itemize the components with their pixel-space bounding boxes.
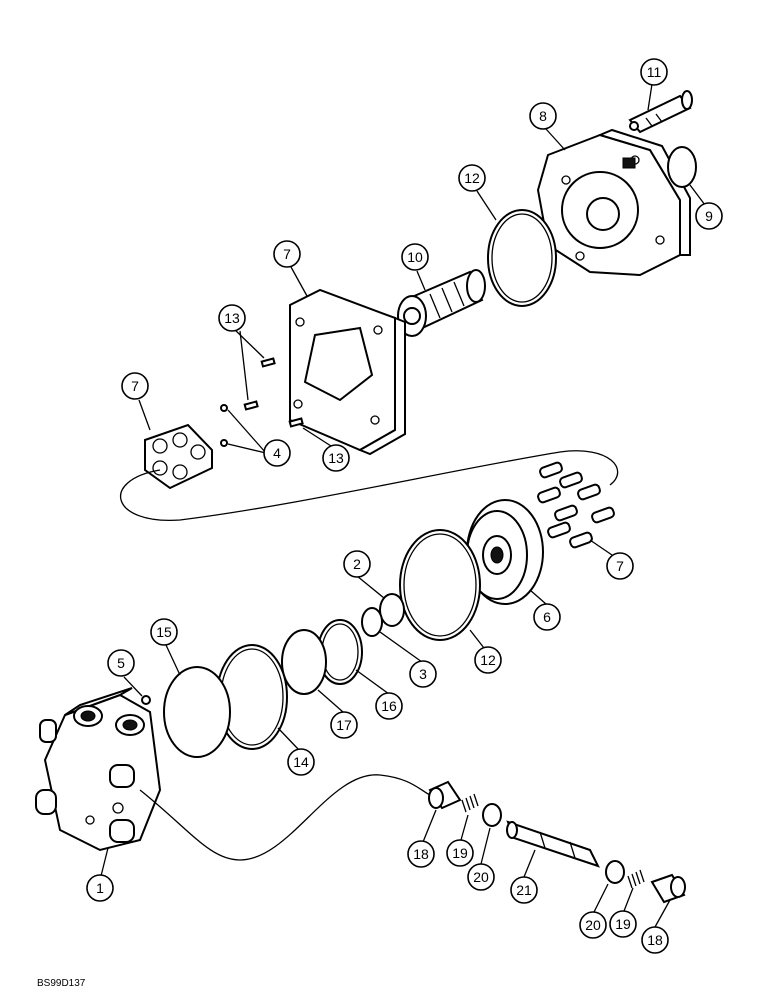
callout-16: 16: [375, 692, 403, 720]
callout-15: 15: [150, 618, 178, 646]
svg-text:3: 3: [419, 666, 427, 682]
callout-17: 17: [330, 711, 358, 739]
callout-13-lower: 13: [322, 444, 350, 472]
part-20-washer-lower: [605, 860, 625, 884]
callout-12-upper: 12: [458, 164, 486, 192]
part-12-seal-lower: [399, 529, 481, 641]
callout-11: 11: [640, 58, 668, 86]
svg-text:17: 17: [336, 717, 352, 733]
callout-8: 8: [529, 102, 557, 130]
svg-text:12: 12: [480, 652, 496, 668]
callout-18-upper: 18: [407, 840, 435, 868]
svg-text:7: 7: [616, 558, 624, 574]
part-5-ball: [141, 695, 151, 705]
svg-text:20: 20: [473, 869, 489, 885]
callout-6: 6: [533, 603, 561, 631]
svg-text:8: 8: [539, 108, 547, 124]
part-7-rollers: [537, 461, 615, 549]
part-19-spring-lower: [627, 869, 645, 889]
part-20-washer-upper: [482, 803, 502, 827]
callout-10: 10: [401, 243, 429, 271]
part-10-gear-shaft: [397, 269, 486, 337]
part-21-spool: [506, 820, 600, 868]
svg-text:12: 12: [464, 170, 480, 186]
callout-20-lower: 20: [579, 911, 607, 939]
part-11-shaft: [628, 90, 693, 134]
svg-text:21: 21: [516, 882, 532, 898]
callout-3: 3: [409, 660, 437, 688]
svg-text:11: 11: [647, 64, 662, 80]
svg-text:7: 7: [283, 246, 291, 262]
callout-13-upper: 13: [218, 304, 246, 332]
callout-5: 5: [107, 649, 135, 677]
svg-text:18: 18: [647, 932, 663, 948]
svg-text:1: 1: [96, 880, 104, 896]
svg-text:16: 16: [381, 698, 397, 714]
callout-7-rotor: 7: [121, 372, 149, 400]
part-4-ball-b: [220, 439, 228, 447]
svg-text:13: 13: [328, 450, 344, 466]
svg-text:7: 7: [131, 378, 139, 394]
svg-text:18: 18: [413, 846, 429, 862]
svg-text:2: 2: [353, 556, 361, 572]
part-19-spring-upper: [461, 793, 479, 813]
figure-id: BS99D137: [37, 978, 86, 989]
callout-1: 1: [86, 874, 114, 902]
svg-text:15: 15: [156, 624, 172, 640]
callout-18-lower: 18: [641, 926, 669, 954]
callout-21: 21: [510, 876, 538, 904]
callout-9: 9: [695, 202, 723, 230]
part-6-disc: [466, 499, 544, 605]
part-4-ball-a: [220, 404, 228, 412]
svg-text:19: 19: [452, 845, 468, 861]
callout-19-lower: 19: [609, 910, 637, 938]
svg-text:20: 20: [585, 917, 601, 933]
part-7-ring-plate: [289, 288, 406, 456]
svg-text:6: 6: [543, 609, 551, 625]
part-1-valve-housing: [35, 687, 162, 852]
part-7-rotor: [144, 423, 213, 490]
callout-7-ring-plate: 7: [273, 240, 301, 268]
part-15-oring: [163, 666, 231, 758]
callout-20-upper: 20: [467, 863, 495, 891]
part-17-ring: [281, 629, 327, 695]
part-3-ring: [361, 607, 383, 637]
svg-text:19: 19: [615, 916, 631, 932]
svg-text:13: 13: [224, 310, 240, 326]
svg-text:14: 14: [293, 754, 309, 770]
part-13-pins: [243, 357, 304, 428]
callout-7-rollers: 7: [606, 552, 634, 580]
part-18-plug-lower: [650, 873, 686, 904]
leader-lines: [100, 83, 706, 928]
svg-text:4: 4: [273, 445, 281, 461]
part-2-ring: [379, 593, 405, 627]
callout-14: 14: [287, 748, 315, 776]
svg-text:5: 5: [117, 655, 125, 671]
callout-19-upper: 19: [446, 839, 474, 867]
callout-12-lower: 12: [474, 646, 502, 674]
callout-2: 2: [343, 550, 371, 578]
svg-text:10: 10: [407, 249, 423, 265]
part-12-seal-upper: [487, 209, 557, 307]
callout-4: 4: [263, 439, 291, 467]
part-18-plug-upper: [428, 780, 462, 810]
part-9-oring: [667, 146, 697, 188]
svg-text:9: 9: [705, 208, 713, 224]
part-8-cover-plate: [536, 128, 691, 277]
